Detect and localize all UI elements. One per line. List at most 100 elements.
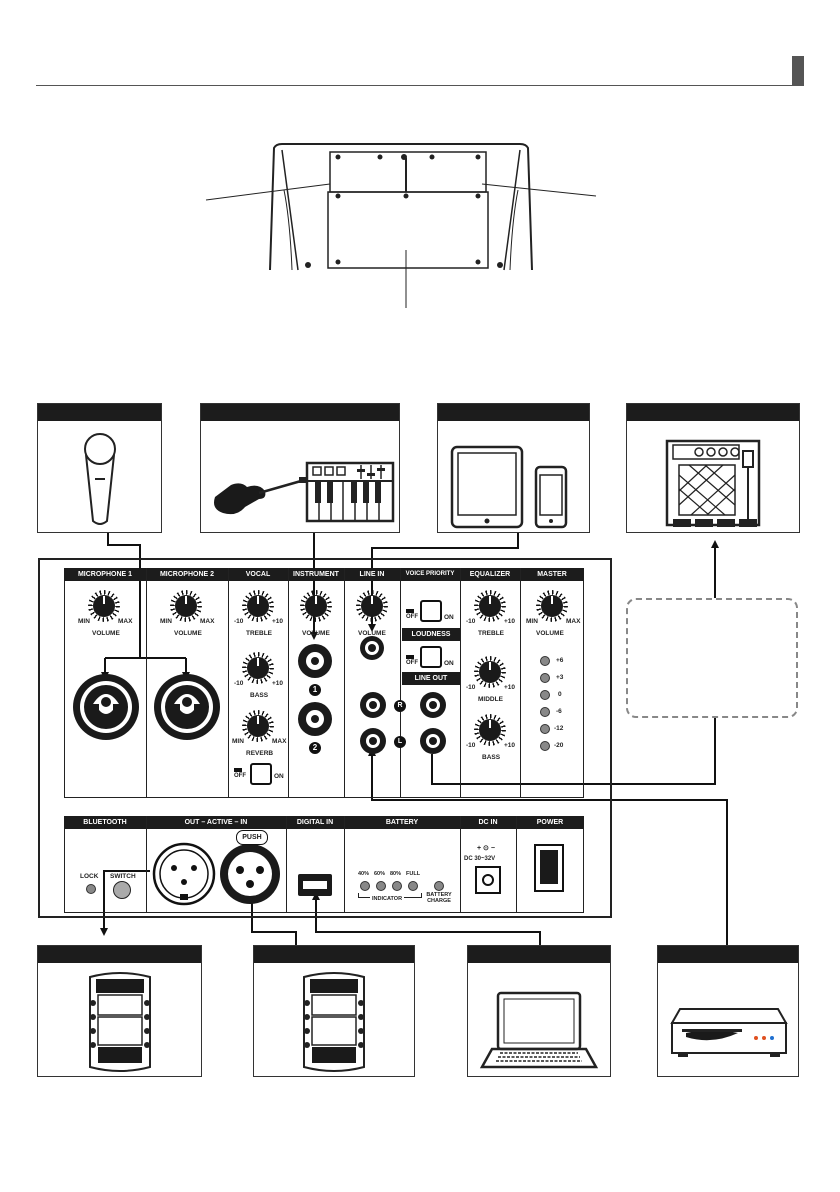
reverb-off-label: OFF <box>234 768 246 779</box>
master-level-label: -20 <box>554 742 564 749</box>
battery-led <box>408 881 418 891</box>
instrument-jack-1[interactable] <box>298 644 332 678</box>
section-title-mic2: MICROPHONE 2 <box>159 571 215 578</box>
line-out-rca-left[interactable] <box>420 728 446 754</box>
loudness-on-label: ON <box>444 660 454 667</box>
vocal-treble-knob[interactable] <box>242 590 274 622</box>
section-title-instrument: INSTRUMENT <box>293 571 339 578</box>
master-level-label: -12 <box>554 725 564 732</box>
master-level-label: -6 <box>556 708 562 715</box>
mic1-combo-jack[interactable] <box>73 674 139 740</box>
loudness-title: LOUDNESS <box>402 628 460 641</box>
note-dashed-box <box>626 598 798 718</box>
vocal-treble-max-label: +10 <box>272 618 284 625</box>
battery-charge-led <box>434 881 444 891</box>
section-title-out-active-in: OUT – ACTIVE – IN <box>184 819 248 826</box>
device-box-laptop <box>467 945 611 1077</box>
master-volume-knob[interactable] <box>536 590 568 622</box>
mic1-max-label: MAX <box>118 618 133 625</box>
mic1-volume-knob[interactable] <box>88 590 120 622</box>
instrument-volume-label: VOLUME <box>302 630 330 637</box>
dc-in-jack[interactable] <box>475 866 501 894</box>
eq-bass-min-label: -10 <box>466 742 476 749</box>
battery-indicator-label: INDICATOR <box>370 896 405 902</box>
tablet-phone-icon <box>450 445 568 529</box>
master-level-label: +3 <box>556 674 564 681</box>
master-level-led <box>540 707 550 717</box>
battery-level-label: 80% <box>390 871 402 877</box>
bottom-section-body <box>64 829 584 913</box>
section-title-voice-priority: VOICE PRIORITY <box>405 571 455 577</box>
battery-level-label: FULL <box>406 871 421 877</box>
section-title-battery: BATTERY <box>385 819 419 826</box>
eq-treble-min-label: -10 <box>466 618 476 625</box>
top-section-body <box>64 581 584 798</box>
page-tab-marker <box>792 56 804 86</box>
vocal-bass-label: BASS <box>250 692 269 699</box>
bluetooth-switch-label: SWITCH <box>110 873 136 880</box>
mic2-volume-label: VOLUME <box>174 630 202 637</box>
voice-priority-switch[interactable] <box>420 600 442 622</box>
instrument-volume-knob[interactable] <box>300 590 332 622</box>
speaker-icon <box>89 972 151 1072</box>
eq-bass-label: BASS <box>482 754 501 761</box>
vocal-reverb-knob[interactable] <box>242 710 274 742</box>
line-out-rca-right[interactable] <box>420 692 446 718</box>
line-in-mini-jack[interactable] <box>360 636 384 660</box>
section-title-mic1: MICROPHONE 1 <box>77 571 133 578</box>
vocal-bass-max-label: +10 <box>272 680 284 687</box>
master-level-led <box>540 673 550 683</box>
eq-treble-max-label: +10 <box>504 618 516 625</box>
device-box-speaker-out <box>37 945 202 1077</box>
vocal-bass-min-label: -10 <box>234 680 244 687</box>
digital-in-usb-port[interactable] <box>298 874 332 896</box>
instrument-jack-2[interactable] <box>298 702 332 736</box>
battery-level-label: 60% <box>374 871 386 877</box>
eq-middle-min-label: -10 <box>466 684 476 691</box>
device-box-dvd-player <box>657 945 799 1077</box>
battery-charge-label: BATTERY CHARGE <box>426 892 452 904</box>
battery-led <box>392 881 402 891</box>
reverb-switch[interactable] <box>250 763 272 785</box>
vocal-treble-min-label: -10 <box>234 618 244 625</box>
master-level-led <box>540 741 550 751</box>
mic2-combo-jack[interactable] <box>154 674 220 740</box>
mic1-min-label: MIN <box>78 618 90 625</box>
instrument-jack-2-label: 2 <box>309 742 321 754</box>
device-box-tablet-phone <box>437 403 590 533</box>
section-title-equalizer: EQUALIZER <box>469 571 511 578</box>
speaker-icon <box>303 972 365 1072</box>
eq-bass-max-label: +10 <box>504 742 516 749</box>
loudness-switch[interactable] <box>420 646 442 668</box>
master-level-label: +6 <box>556 657 564 664</box>
power-switch[interactable] <box>534 844 564 892</box>
voice-priority-on-label: ON <box>444 614 454 621</box>
guitar-keyboard-icon <box>214 461 395 523</box>
master-volume-label: VOLUME <box>536 630 564 637</box>
instrument-jack-1-label: 1 <box>309 684 321 696</box>
eq-treble-knob[interactable] <box>474 590 506 622</box>
mic2-volume-knob[interactable] <box>170 590 202 622</box>
mic2-min-label: MIN <box>160 618 172 625</box>
section-title-line-in: LINE IN <box>359 571 385 578</box>
mic1-volume-label: VOLUME <box>92 630 120 637</box>
line-in-rca-right[interactable] <box>360 692 386 718</box>
xlr-push-release[interactable]: PUSH <box>236 830 268 845</box>
bluetooth-switch-button[interactable] <box>113 881 131 899</box>
vocal-reverb-label: REVERB <box>246 750 274 757</box>
line-in-rca-left[interactable] <box>360 728 386 754</box>
amplifier-icon <box>665 439 761 527</box>
eq-middle-knob[interactable] <box>474 656 506 688</box>
reverb-on-label: ON <box>274 773 284 780</box>
master-level-led <box>540 724 550 734</box>
bottom-section-header-strip <box>64 816 584 829</box>
dc-polarity-symbol: + ⊙ − <box>477 845 495 852</box>
master-level-led <box>540 690 550 700</box>
vocal-bass-knob[interactable] <box>242 652 274 684</box>
header-rule <box>36 85 804 86</box>
eq-bass-knob[interactable] <box>474 714 506 746</box>
section-title-master: MASTER <box>537 571 567 578</box>
vocal-reverb-min-label: MIN <box>232 738 244 745</box>
speaker-rear-illustration <box>205 143 597 308</box>
line-in-volume-knob[interactable] <box>356 590 388 622</box>
